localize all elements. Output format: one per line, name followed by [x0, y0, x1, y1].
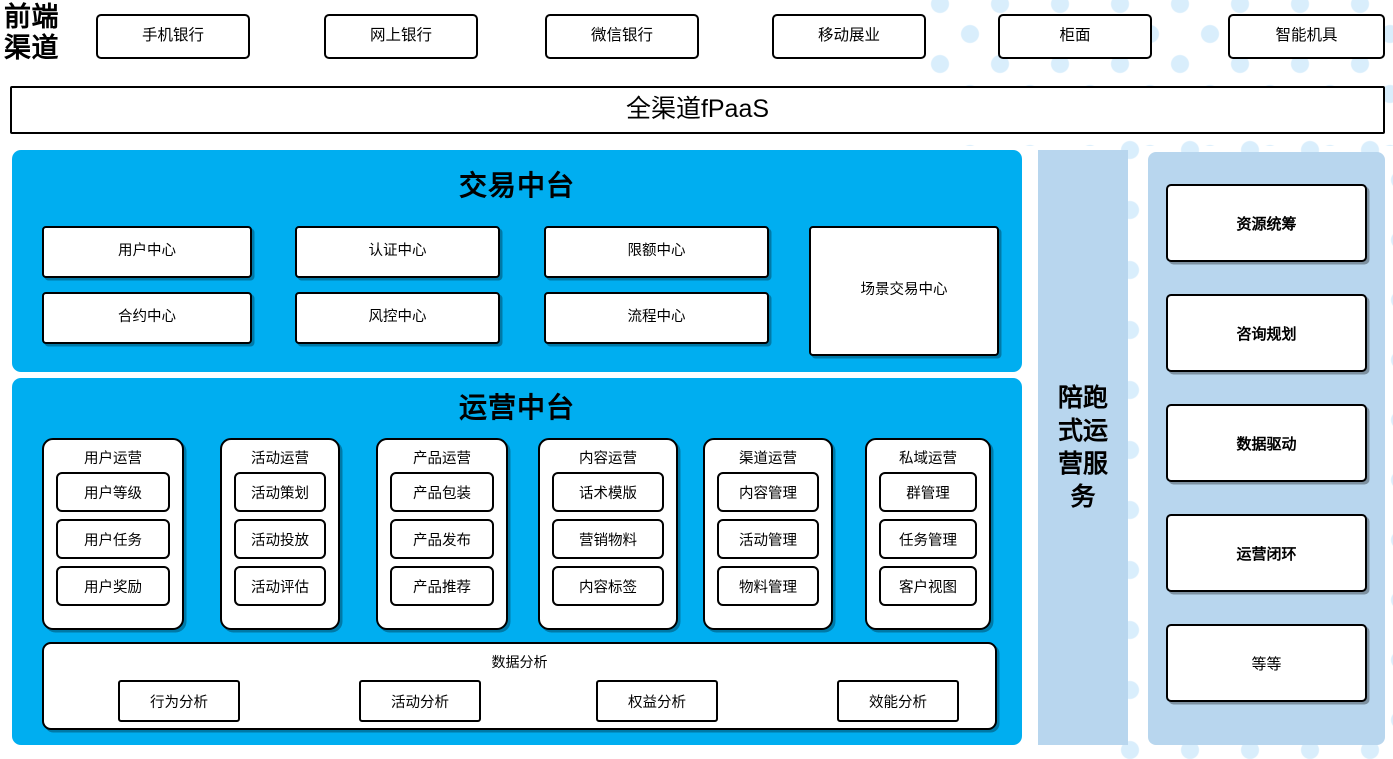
- ops-item-0-2: 用户奖励: [56, 566, 170, 606]
- ops-item-1-1: 活动投放: [234, 519, 326, 559]
- ops-group-title-4: 渠道运营: [739, 451, 797, 467]
- ops-item-3-2: 内容标签: [552, 566, 664, 606]
- trade-card-0: 用户中心: [42, 226, 252, 278]
- data-analysis-item-0: 行为分析: [118, 680, 240, 722]
- trade-card-1: 认证中心: [295, 226, 500, 278]
- channel-box-5: 智能机具: [1228, 14, 1385, 59]
- ops-platform-panel: 运营中台 用户运营用户等级用户任务用户奖励活动运营活动策划活动投放活动评估产品运…: [12, 378, 1022, 745]
- data-analysis-item-3: 效能分析: [837, 680, 959, 722]
- ops-item-0-0: 用户等级: [56, 472, 170, 512]
- channel-box-4: 柜面: [998, 14, 1152, 59]
- ops-group-title-3: 内容运营: [579, 451, 637, 467]
- sidebar-card-2: 数据驱动: [1166, 404, 1367, 482]
- ops-group-5: 私域运营群管理任务管理客户视图: [865, 438, 991, 630]
- ops-item-4-2: 物料管理: [717, 566, 819, 606]
- trade-card-4: 合约中心: [42, 292, 252, 344]
- ops-item-1-0: 活动策划: [234, 472, 326, 512]
- ops-item-2-2: 产品推荐: [390, 566, 494, 606]
- ops-group-title-5: 私域运营: [899, 451, 957, 467]
- ops-group-4: 渠道运营内容管理活动管理物料管理: [703, 438, 833, 630]
- channel-box-1: 网上银行: [324, 14, 478, 59]
- ops-item-2-0: 产品包装: [390, 472, 494, 512]
- trade-card-5: 风控中心: [295, 292, 500, 344]
- channel-box-3: 移动展业: [772, 14, 926, 59]
- data-analysis-item-2: 权益分析: [596, 680, 718, 722]
- trade-platform-panel: 交易中台 用户中心认证中心限额中心场景交易中心合约中心风控中心流程中心: [12, 150, 1022, 372]
- channel-box-0: 手机银行: [96, 14, 250, 59]
- trade-card-2: 限额中心: [544, 226, 769, 278]
- sidebar-card-1: 咨询规划: [1166, 294, 1367, 372]
- ops-item-5-2: 客户视图: [879, 566, 977, 606]
- ops-item-5-1: 任务管理: [879, 519, 977, 559]
- sidebar-card-3: 运营闭环: [1166, 514, 1367, 592]
- service-column: 陪跑式运营服务: [1038, 150, 1128, 745]
- ops-platform-title: 运营中台: [458, 392, 575, 423]
- ops-item-2-1: 产品发布: [390, 519, 494, 559]
- ops-item-5-0: 群管理: [879, 472, 977, 512]
- ops-item-3-1: 营销物料: [552, 519, 664, 559]
- sidebar-card-4: 等等: [1166, 624, 1367, 702]
- sidebar-card-0: 资源统筹: [1166, 184, 1367, 262]
- trade-card-3: 场景交易中心: [809, 226, 999, 356]
- ops-item-4-1: 活动管理: [717, 519, 819, 559]
- channel-box-2: 微信银行: [545, 14, 699, 59]
- ops-item-0-1: 用户任务: [56, 519, 170, 559]
- ops-group-title-1: 活动运营: [251, 451, 309, 467]
- ops-group-3: 内容运营话术模版营销物料内容标签: [538, 438, 678, 630]
- ops-group-0: 用户运营用户等级用户任务用户奖励: [42, 438, 184, 630]
- ops-group-2: 产品运营产品包装产品发布产品推荐: [376, 438, 508, 630]
- data-analysis-title: 数据分析: [491, 654, 548, 670]
- trade-card-6: 流程中心: [544, 292, 769, 344]
- ops-item-1-2: 活动评估: [234, 566, 326, 606]
- data-analysis-group: 数据分析 行为分析 活动分析 权益分析 效能分析: [42, 642, 997, 730]
- fpaas-bar: 全渠道fPaaS: [10, 86, 1385, 134]
- ops-item-4-0: 内容管理: [717, 472, 819, 512]
- ops-group-title-2: 产品运营: [413, 451, 471, 467]
- data-analysis-item-1: 活动分析: [359, 680, 481, 722]
- ops-item-3-0: 话术模版: [552, 472, 664, 512]
- trade-platform-title: 交易中台: [458, 170, 575, 201]
- capability-sidebar: 资源统筹咨询规划数据驱动运营闭环等等: [1148, 152, 1385, 745]
- ops-group-1: 活动运营活动策划活动投放活动评估: [220, 438, 340, 630]
- service-column-label: 陪跑式运营服务: [1057, 383, 1108, 511]
- ops-group-title-0: 用户运营: [84, 451, 142, 467]
- front-channel-label: 前端 渠道: [4, 2, 59, 63]
